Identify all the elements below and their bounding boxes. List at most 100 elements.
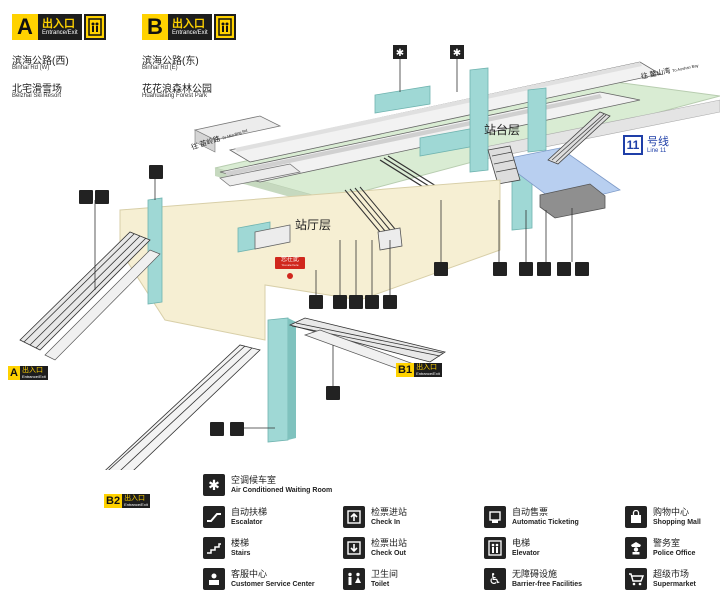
legend-police-en: Police Office — [653, 550, 696, 557]
legend-supermarket-en: Supermarket — [653, 581, 696, 588]
you-are-here-dot — [287, 273, 293, 279]
exit-b-line1-cn: 滨海公路(东) — [142, 56, 199, 67]
legend-shopping-cn: 购物中心 — [653, 507, 690, 517]
entrance-tag-a-en: Entrance/Exit — [21, 374, 46, 379]
legend-ticketing-cn: 自动售票 — [512, 507, 549, 517]
exit-b-bar: 出入口 Entrance/Exit — [168, 14, 212, 40]
concourse-level-label: 站厅层 — [295, 218, 332, 232]
stairs-icon — [203, 537, 225, 559]
exit-a-letter: A — [12, 14, 38, 40]
exit-a-bar: 出入口 Entrance/Exit — [38, 14, 82, 40]
entrance-tag-b1-cn: 出入口 — [416, 364, 438, 371]
escalator-icon — [203, 506, 225, 528]
platform-building-left-side — [194, 129, 216, 153]
legend-ticketing-en: Automatic Ticketing — [512, 519, 579, 526]
stairs-exit-b2 — [105, 344, 261, 470]
svg-text:✱: ✱ — [453, 48, 461, 59]
check-out-icon — [349, 295, 363, 309]
line-11-en: Line 11 — [647, 147, 667, 154]
entrance-tag-a: A 出入口 Entrance/Exit — [8, 366, 48, 380]
legend-check-out-cn: 检票出站 — [371, 538, 408, 548]
legend-waiting-en: Air Conditioned Waiting Room — [231, 487, 333, 494]
wheelchair-icon — [79, 190, 93, 204]
legend-toilet-en: Toilet — [371, 581, 390, 588]
entrance-tag-a-cn: 出入口 — [21, 367, 43, 374]
line-11-badge: 11 号线 Line 11 — [623, 135, 669, 155]
check-out-icon — [343, 537, 365, 559]
legend-shopping: 购物中心 Shopping Mall — [625, 506, 701, 528]
elevator-shaft-right — [527, 87, 547, 153]
shopping-icon — [625, 506, 647, 528]
legend-ticketing: 自动售票 Automatic Ticketing — [484, 506, 579, 528]
platform-stairs-right — [547, 111, 611, 165]
legend-stairs-en: Stairs — [231, 550, 251, 557]
legend-shopping-en: Shopping Mall — [653, 519, 701, 526]
check-in-icon — [343, 506, 365, 528]
legend-check-in-cn: 检票进站 — [371, 507, 408, 517]
exit-a-cn: 出入口 — [42, 17, 75, 30]
ticket-office — [254, 224, 291, 250]
snowflake-icon: ✱ — [203, 474, 225, 496]
entrance-tag-b1-en: Entrance/Exit — [416, 371, 440, 376]
entrance-tag-b1-letter: B1 — [396, 363, 415, 377]
you-are-here-en: You are here — [281, 263, 299, 267]
ticket-icon — [537, 262, 551, 276]
elevator-icon — [519, 262, 533, 276]
stairs-icon — [210, 422, 224, 436]
escalator-exit-a — [19, 231, 151, 351]
check-in-icon — [333, 295, 347, 309]
you-are-here-flag — [275, 257, 305, 269]
toilet-icon — [557, 262, 571, 276]
you-are-here-cn: 您在此 — [280, 257, 299, 263]
legend-police-cn: 警务室 — [653, 538, 681, 548]
legend-toilet: 卫生间 Toilet — [343, 568, 398, 590]
elevator-exit-b2-side — [288, 318, 296, 440]
concourse-level-slab — [119, 179, 501, 341]
gate-machine — [377, 227, 403, 251]
elevator-exit-a — [147, 197, 163, 305]
wheelchair-icon — [575, 262, 589, 276]
entrance-tag-b2-en: Entrance/Exit — [124, 502, 148, 507]
legend-elevator-en: Elevator — [512, 550, 540, 557]
legend-supermarket: 超级市场 Supermarket — [625, 568, 696, 590]
cart-icon — [625, 568, 647, 590]
legend-service-cn: 客服中心 — [231, 569, 268, 579]
platform-building-front — [219, 163, 301, 187]
exit-a-header: A 出入口 Entrance/Exit — [12, 14, 106, 40]
svg-text:✱: ✱ — [396, 48, 404, 59]
exit-b-line1-en: Binhai Rd (E) — [142, 65, 178, 71]
legend-supermarket-cn: 超级市场 — [653, 569, 690, 579]
legend-service-en: Customer Service Center — [231, 581, 315, 588]
exit-b-en: Entrance/Exit — [172, 29, 208, 36]
legend-escalator-cn: 自动扶梯 — [231, 507, 268, 517]
exit-a-line1-en: Binhai Rd (W) — [12, 65, 50, 71]
snowflake-icon — [450, 45, 464, 59]
platform-stairs-center — [487, 145, 521, 185]
waiting-room-upper — [374, 85, 431, 114]
entrance-tag-b2-cn: 出入口 — [124, 495, 146, 502]
toilet-icon — [343, 568, 365, 590]
exit-b-line2-en: Huahualang Forest Park — [142, 93, 208, 99]
legend-elevator-cn: 电梯 — [512, 538, 531, 548]
entrance-tag-a-letter: A — [8, 366, 20, 380]
platform-level-label: 站台层 — [484, 123, 521, 137]
exit-a-en: Entrance/Exit — [42, 29, 78, 36]
you-are-here-label: 您在此 You are here — [276, 257, 304, 267]
police-icon — [625, 537, 647, 559]
snowflake-icon — [393, 45, 407, 59]
entrance-tag-b2: B2 出入口 Entrance/Exit — [104, 494, 150, 508]
legend-toilet-cn: 卫生间 — [371, 569, 399, 579]
legend-escalator: 自动扶梯 Escalator — [203, 506, 267, 528]
service-icon — [383, 295, 397, 309]
train-upper-windows — [235, 62, 642, 152]
legend-escalator-en: Escalator — [231, 519, 263, 526]
legend-check-out-en: Check Out — [371, 550, 407, 557]
wheelchair-icon: ♿ — [484, 568, 506, 590]
ticket-icon — [309, 295, 323, 309]
elevator-icon — [83, 14, 106, 40]
entrance-tag-b1: B1 出入口 Entrance/Exit — [396, 363, 442, 377]
legend-elevator: 电梯 Elevator — [484, 537, 540, 559]
